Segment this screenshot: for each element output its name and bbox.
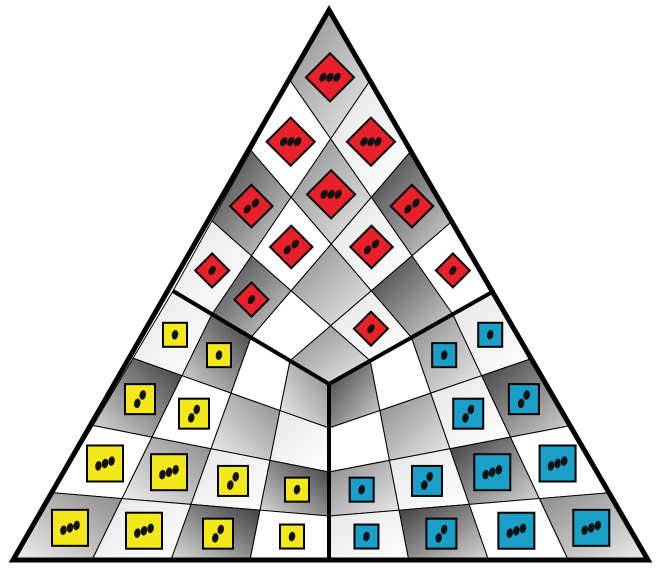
- blue-piece[interactable]: [354, 525, 378, 549]
- blue-piece[interactable]: [350, 478, 374, 502]
- yellow-piece[interactable]: [285, 478, 309, 502]
- yellow-piece[interactable]: [203, 519, 233, 549]
- yellow-piece[interactable]: [52, 510, 88, 546]
- yellow-piece[interactable]: [280, 525, 304, 549]
- blue-piece[interactable]: [498, 513, 534, 549]
- yellow-piece-tile: [125, 384, 155, 414]
- yellow-piece[interactable]: [125, 384, 155, 414]
- blue-piece[interactable]: [453, 399, 483, 429]
- yellow-piece[interactable]: [179, 399, 209, 429]
- yellow-piece[interactable]: [207, 343, 231, 367]
- blue-piece[interactable]: [426, 519, 456, 549]
- blue-piece[interactable]: [509, 384, 539, 414]
- yellow-piece[interactable]: [87, 445, 123, 481]
- blue-piece-tile: [426, 519, 456, 549]
- yellow-piece-tile: [203, 519, 233, 549]
- yellow-piece[interactable]: [151, 454, 187, 490]
- blue-piece[interactable]: [478, 323, 502, 347]
- yellow-piece[interactable]: [218, 466, 248, 496]
- blue-piece-tile: [412, 466, 442, 496]
- blue-piece[interactable]: [474, 454, 510, 490]
- blue-piece[interactable]: [412, 466, 442, 496]
- yellow-piece[interactable]: [163, 323, 187, 347]
- yellow-piece-tile: [218, 466, 248, 496]
- blue-piece-tile: [453, 399, 483, 429]
- yellow-piece[interactable]: [126, 513, 162, 549]
- blue-piece[interactable]: [432, 343, 456, 367]
- blue-piece[interactable]: [573, 510, 609, 546]
- yellow-piece-tile: [179, 399, 209, 429]
- blue-piece[interactable]: [540, 445, 576, 481]
- blue-piece-tile: [509, 384, 539, 414]
